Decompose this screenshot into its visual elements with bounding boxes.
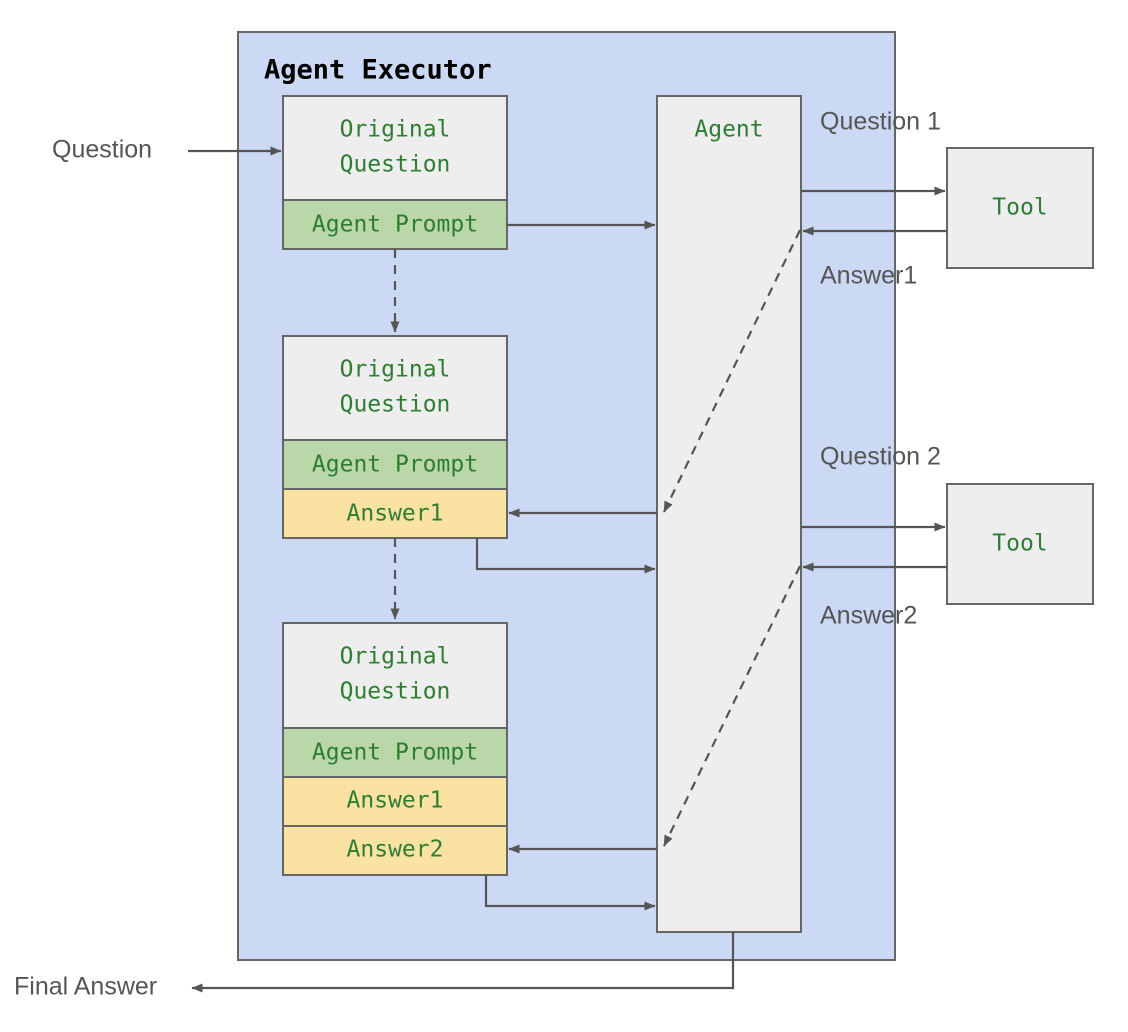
block-3-answer1-label: Answer1 — [347, 788, 444, 814]
question-2-label: Question 2 — [820, 443, 941, 471]
block-3-original-question — [282, 622, 508, 729]
block-2-agent-prompt-label: Agent Prompt — [312, 452, 478, 478]
agent-column-label: Agent — [694, 117, 763, 143]
tool-box-1-label: Tool — [992, 195, 1047, 221]
block-2-answer1 — [282, 488, 508, 539]
block-1-agent-prompt-label: Agent Prompt — [312, 212, 478, 238]
connector-block2-to-agent-elbow — [475, 538, 656, 574]
agent-executor-title: Agent Executor — [264, 55, 492, 86]
input-question-label: Question — [52, 136, 152, 164]
prompt-block-2: Original Question Agent Prompt Answer1 — [282, 335, 508, 539]
connector-agent-diagonal-2-dashed — [663, 565, 801, 847]
final-answer-label: Final Answer — [14, 973, 157, 1001]
tool-box-1 — [946, 147, 1094, 269]
block-2-original-question-line1: Original — [340, 357, 451, 383]
block-2-original-question — [282, 335, 508, 441]
block-3-answer2-label: Answer2 — [347, 837, 444, 863]
answer-2-label: Answer2 — [820, 602, 917, 630]
block-2-answer1-label: Answer1 — [347, 501, 444, 527]
block-1-original-question — [282, 95, 508, 201]
tool-box-2-label: Tool — [992, 531, 1047, 557]
block-1-agent-prompt — [282, 199, 508, 250]
answer-1-label: Answer1 — [820, 262, 917, 290]
block-1-original-question-line1: Original — [340, 117, 451, 143]
block-2-original-question-line2: Question — [340, 392, 451, 418]
question-1-label: Question 1 — [820, 108, 941, 136]
block-3-original-question-line2: Question — [340, 679, 451, 705]
block-3-answer1 — [282, 776, 508, 827]
block-3-original-question-line1: Original — [340, 644, 451, 670]
block-1-original-question-line2: Question — [340, 152, 451, 178]
prompt-block-1: Original Question Agent Prompt — [282, 95, 508, 250]
tool-box-2 — [946, 483, 1094, 605]
connector-agent-diagonal-1-dashed — [663, 229, 801, 513]
connector-agent-to-final-answer — [191, 932, 735, 993]
agent-column — [656, 95, 802, 933]
connector-block3-to-agent-elbow — [484, 875, 656, 911]
block-3-agent-prompt-label: Agent Prompt — [312, 740, 478, 766]
block-3-answer2 — [282, 825, 508, 876]
prompt-block-3: Original Question Agent Prompt Answer1 A… — [282, 622, 508, 876]
